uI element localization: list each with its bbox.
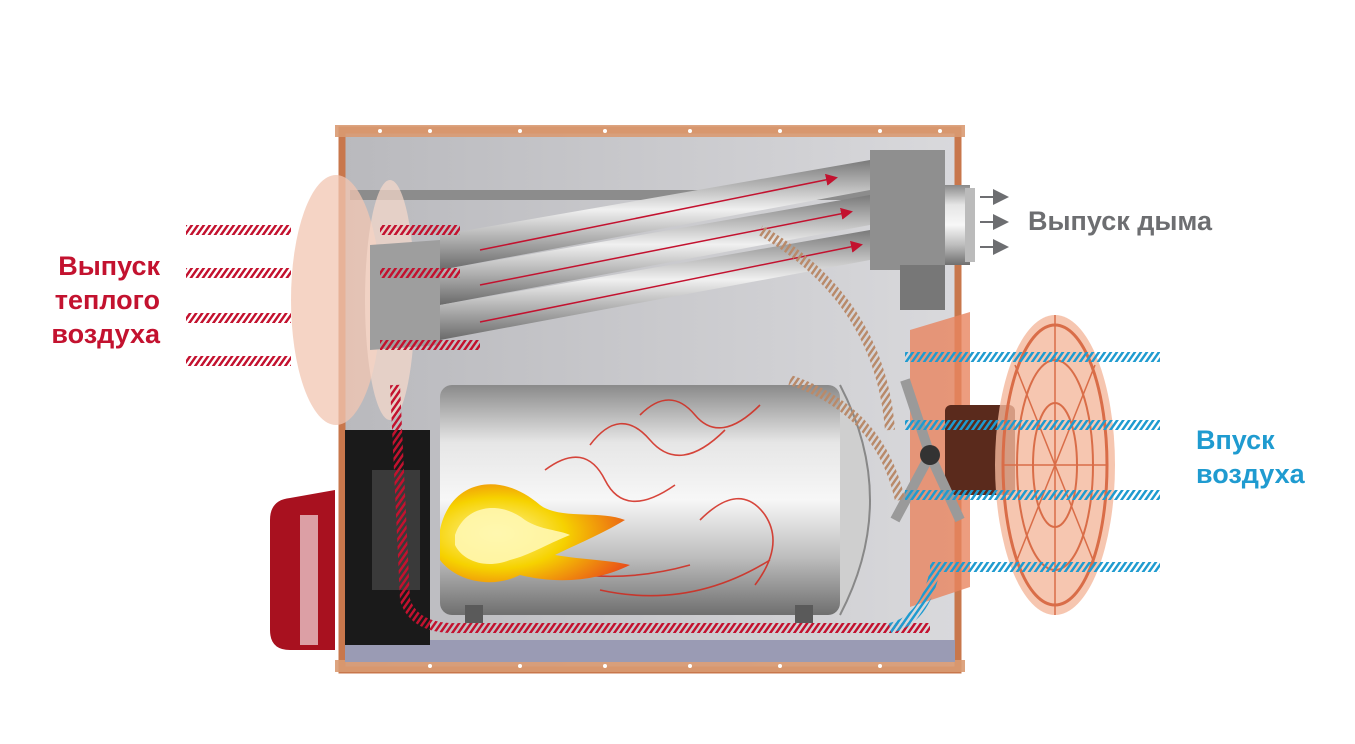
mixed-air-arrows <box>757 225 905 502</box>
warm-air-outlet-label: Выпуск теплого воздуха <box>51 251 160 349</box>
smoke-arrows <box>980 189 1009 255</box>
flame-icon <box>440 484 630 583</box>
chimney-icon <box>945 185 975 265</box>
air-intake-label: Впуск воздуха <box>1196 425 1305 489</box>
warm-air-arrows <box>186 173 930 634</box>
smoke-outlet-label: Выпуск дыма <box>1028 206 1213 236</box>
fan-guard-icon <box>995 315 1115 615</box>
cold-air-arrows <box>888 352 1160 633</box>
